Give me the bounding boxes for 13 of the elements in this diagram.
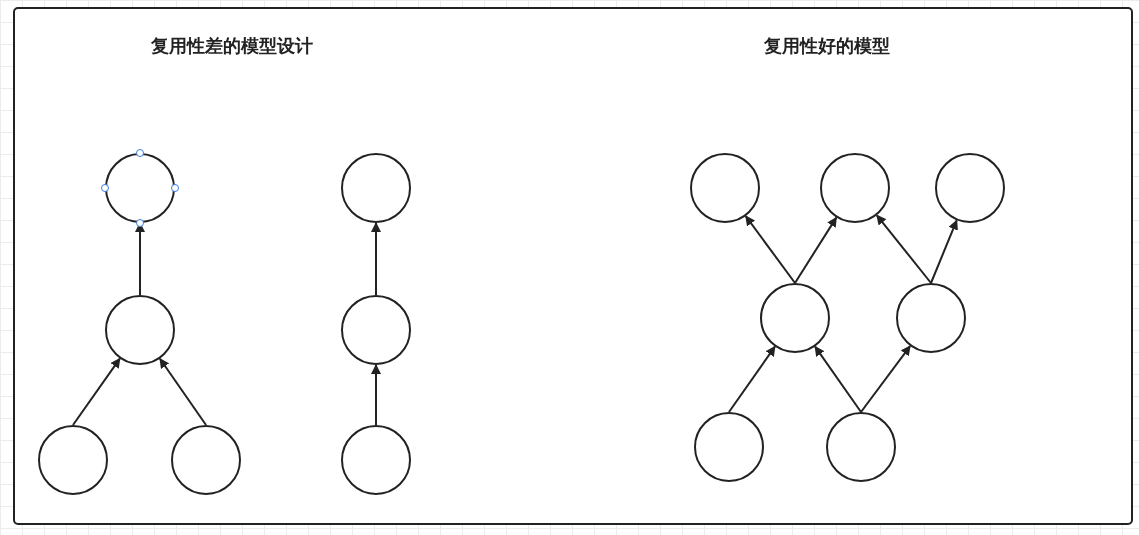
arrow: [728, 345, 776, 413]
arrow: [158, 357, 207, 426]
heading: 复用性差的模型设计: [151, 34, 313, 58]
arrow: [930, 219, 958, 284]
arrow: [875, 214, 932, 284]
arrow: [814, 345, 862, 413]
arrow: [744, 215, 796, 284]
arrow: [794, 216, 838, 284]
arrow: [371, 364, 381, 426]
heading: 复用性好的模型: [764, 34, 890, 58]
arrow: [72, 357, 121, 426]
arrow: [860, 345, 912, 413]
arrow: [371, 222, 381, 296]
